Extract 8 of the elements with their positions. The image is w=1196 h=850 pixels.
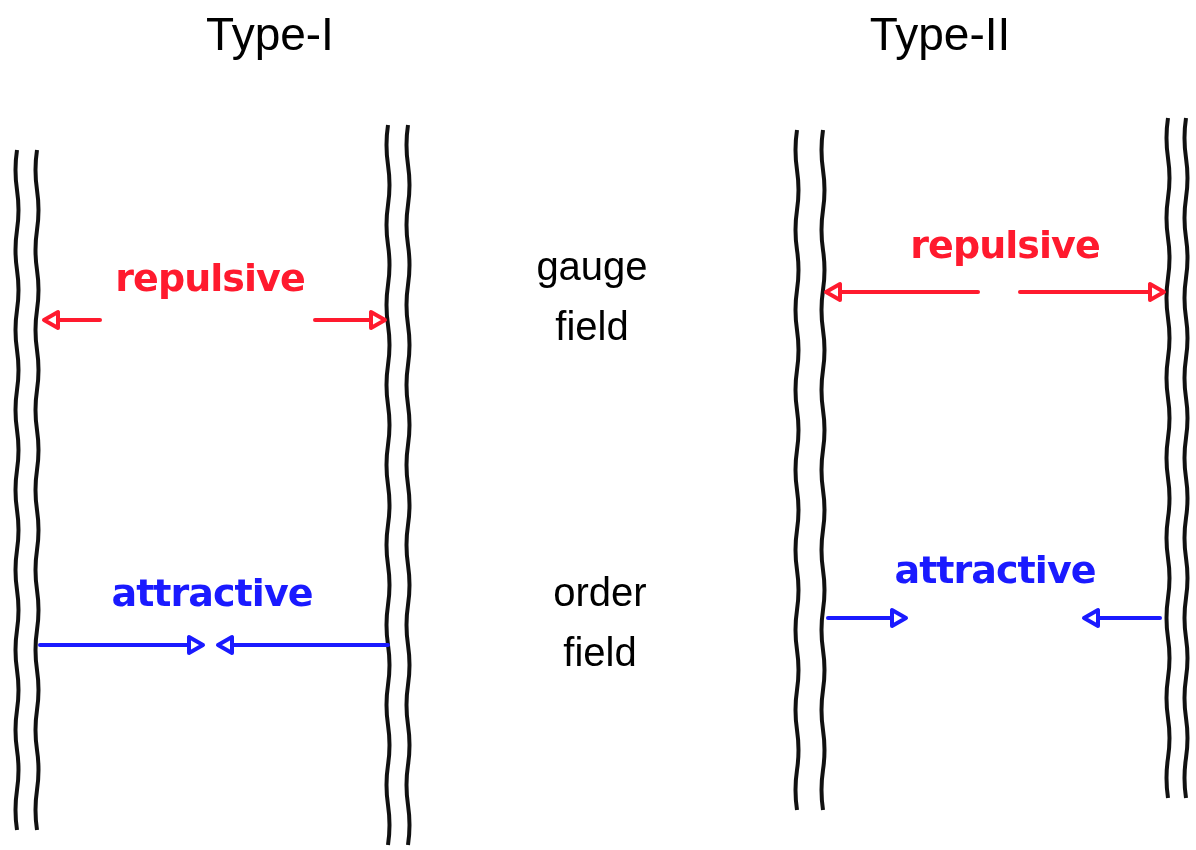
field-label: order field: [552, 569, 648, 676]
force-label: attractive: [894, 546, 1096, 594]
panel-title: Type-I: [206, 6, 334, 62]
force-label: repulsive: [115, 254, 305, 302]
field-label: gauge field: [535, 243, 649, 350]
panel-title: Type-II: [869, 6, 1011, 62]
force-label: attractive: [111, 569, 313, 617]
force-label: repulsive: [910, 221, 1100, 269]
